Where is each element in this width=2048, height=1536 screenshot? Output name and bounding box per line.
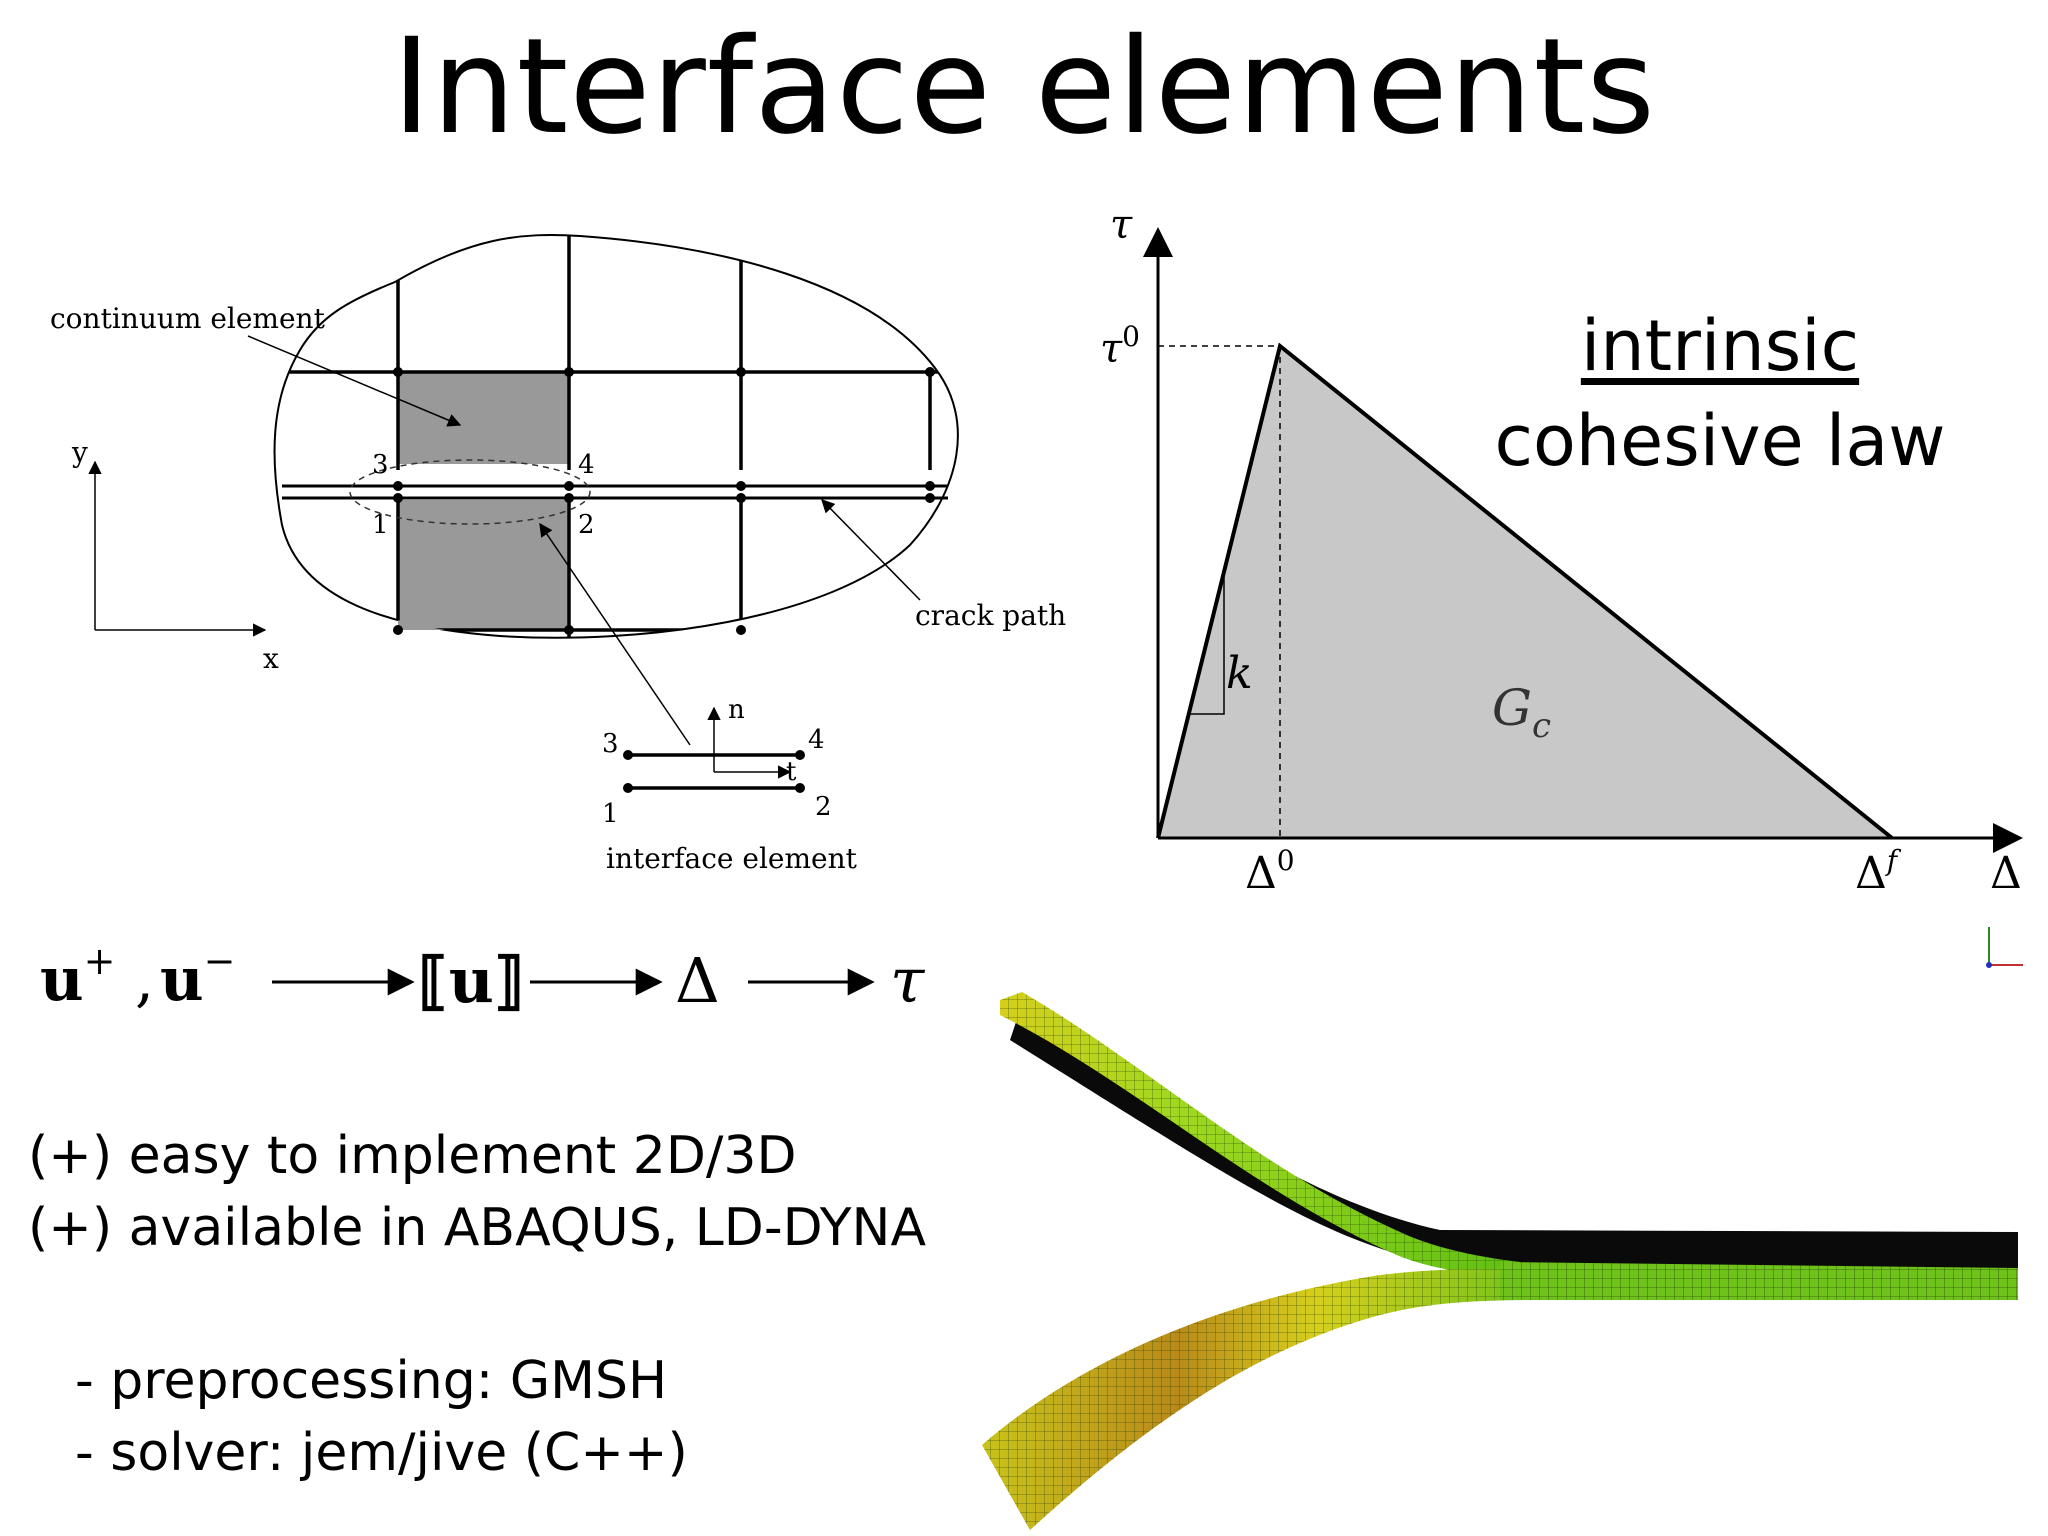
stiffness-triangle (1189, 574, 1225, 715)
formula-u-plus: u+ (40, 939, 115, 1015)
energy-area (1158, 346, 1892, 838)
interface-node-4: 4 (808, 725, 825, 755)
mesh-node-4: 4 (578, 450, 595, 480)
shaded-element-top (398, 372, 569, 464)
tools-line-2: - solver: jem/jive (C++) (75, 1423, 688, 1483)
crack-path-label: crack path (915, 599, 1066, 632)
onset-disp-label: Δ0 (1245, 844, 1295, 899)
interface-element-detail (623, 706, 805, 793)
axis-t-label: t (786, 757, 797, 787)
axis-n-label: n (728, 695, 745, 725)
domain-boundary (273, 233, 959, 639)
pros-line-2: (+) available in ABAQUS, LD-DYNA (28, 1198, 927, 1258)
shaded-element-bottom (398, 500, 569, 630)
continuum-element-label: continuum element (50, 302, 326, 335)
peak-stress-label: τ0 (1100, 320, 1140, 372)
interface-highlight (349, 459, 591, 525)
mesh-node-1: 1 (372, 510, 389, 540)
formula-chain: u+ , u− ⟦u⟧ Δ τ (40, 939, 926, 1017)
interface-node-2: 2 (815, 792, 832, 822)
formula-u-minus: u− (160, 939, 235, 1015)
axis-triad-icon (1986, 927, 2023, 968)
formula-tau: τ (890, 944, 926, 1017)
delamination-simulation (982, 992, 2018, 1530)
interface-element-label: interface element (606, 842, 858, 875)
axis-delta-label: Δ (1990, 848, 2022, 899)
mesh-node-3: 3 (372, 450, 389, 480)
formula-comma: , (135, 945, 154, 1015)
cohesive-law-plot: τ τ0 k Gc Δ0 Δf Δ (1100, 202, 2023, 899)
axis-tau-label: τ (1110, 202, 1133, 248)
interface-node-3: 3 (602, 729, 619, 759)
law-title-intrinsic: intrinsic (1580, 305, 1860, 387)
final-disp-label: Δf (1855, 844, 1902, 899)
axis-y-label: y (71, 436, 88, 469)
beam-dark-face (1010, 1010, 2018, 1270)
formula-delta: Δ (675, 944, 720, 1017)
interface-node-1: 1 (602, 799, 619, 829)
slide-title: Interface elements (391, 10, 1656, 164)
axis-x-label: x (263, 642, 279, 675)
pros-list: (+) easy to implement 2D/3D (+) availabl… (28, 1120, 926, 1264)
pros-line-1: (+) easy to implement 2D/3D (28, 1126, 797, 1186)
fracture-energy-label: Gc (1492, 679, 1551, 746)
stiffness-label: k (1226, 648, 1253, 699)
tools-list: - preprocessing: GMSH - solver: jem/jive… (75, 1345, 688, 1489)
tools-line-1: - preprocessing: GMSH (75, 1351, 668, 1411)
formula-jump: ⟦u⟧ (418, 944, 524, 1017)
mesh-diagram: 3 4 1 2 continuum element crack path y x… (50, 233, 1066, 875)
mesh-node-2: 2 (578, 510, 595, 540)
law-title-cohesive: cohesive law (1494, 400, 1946, 482)
